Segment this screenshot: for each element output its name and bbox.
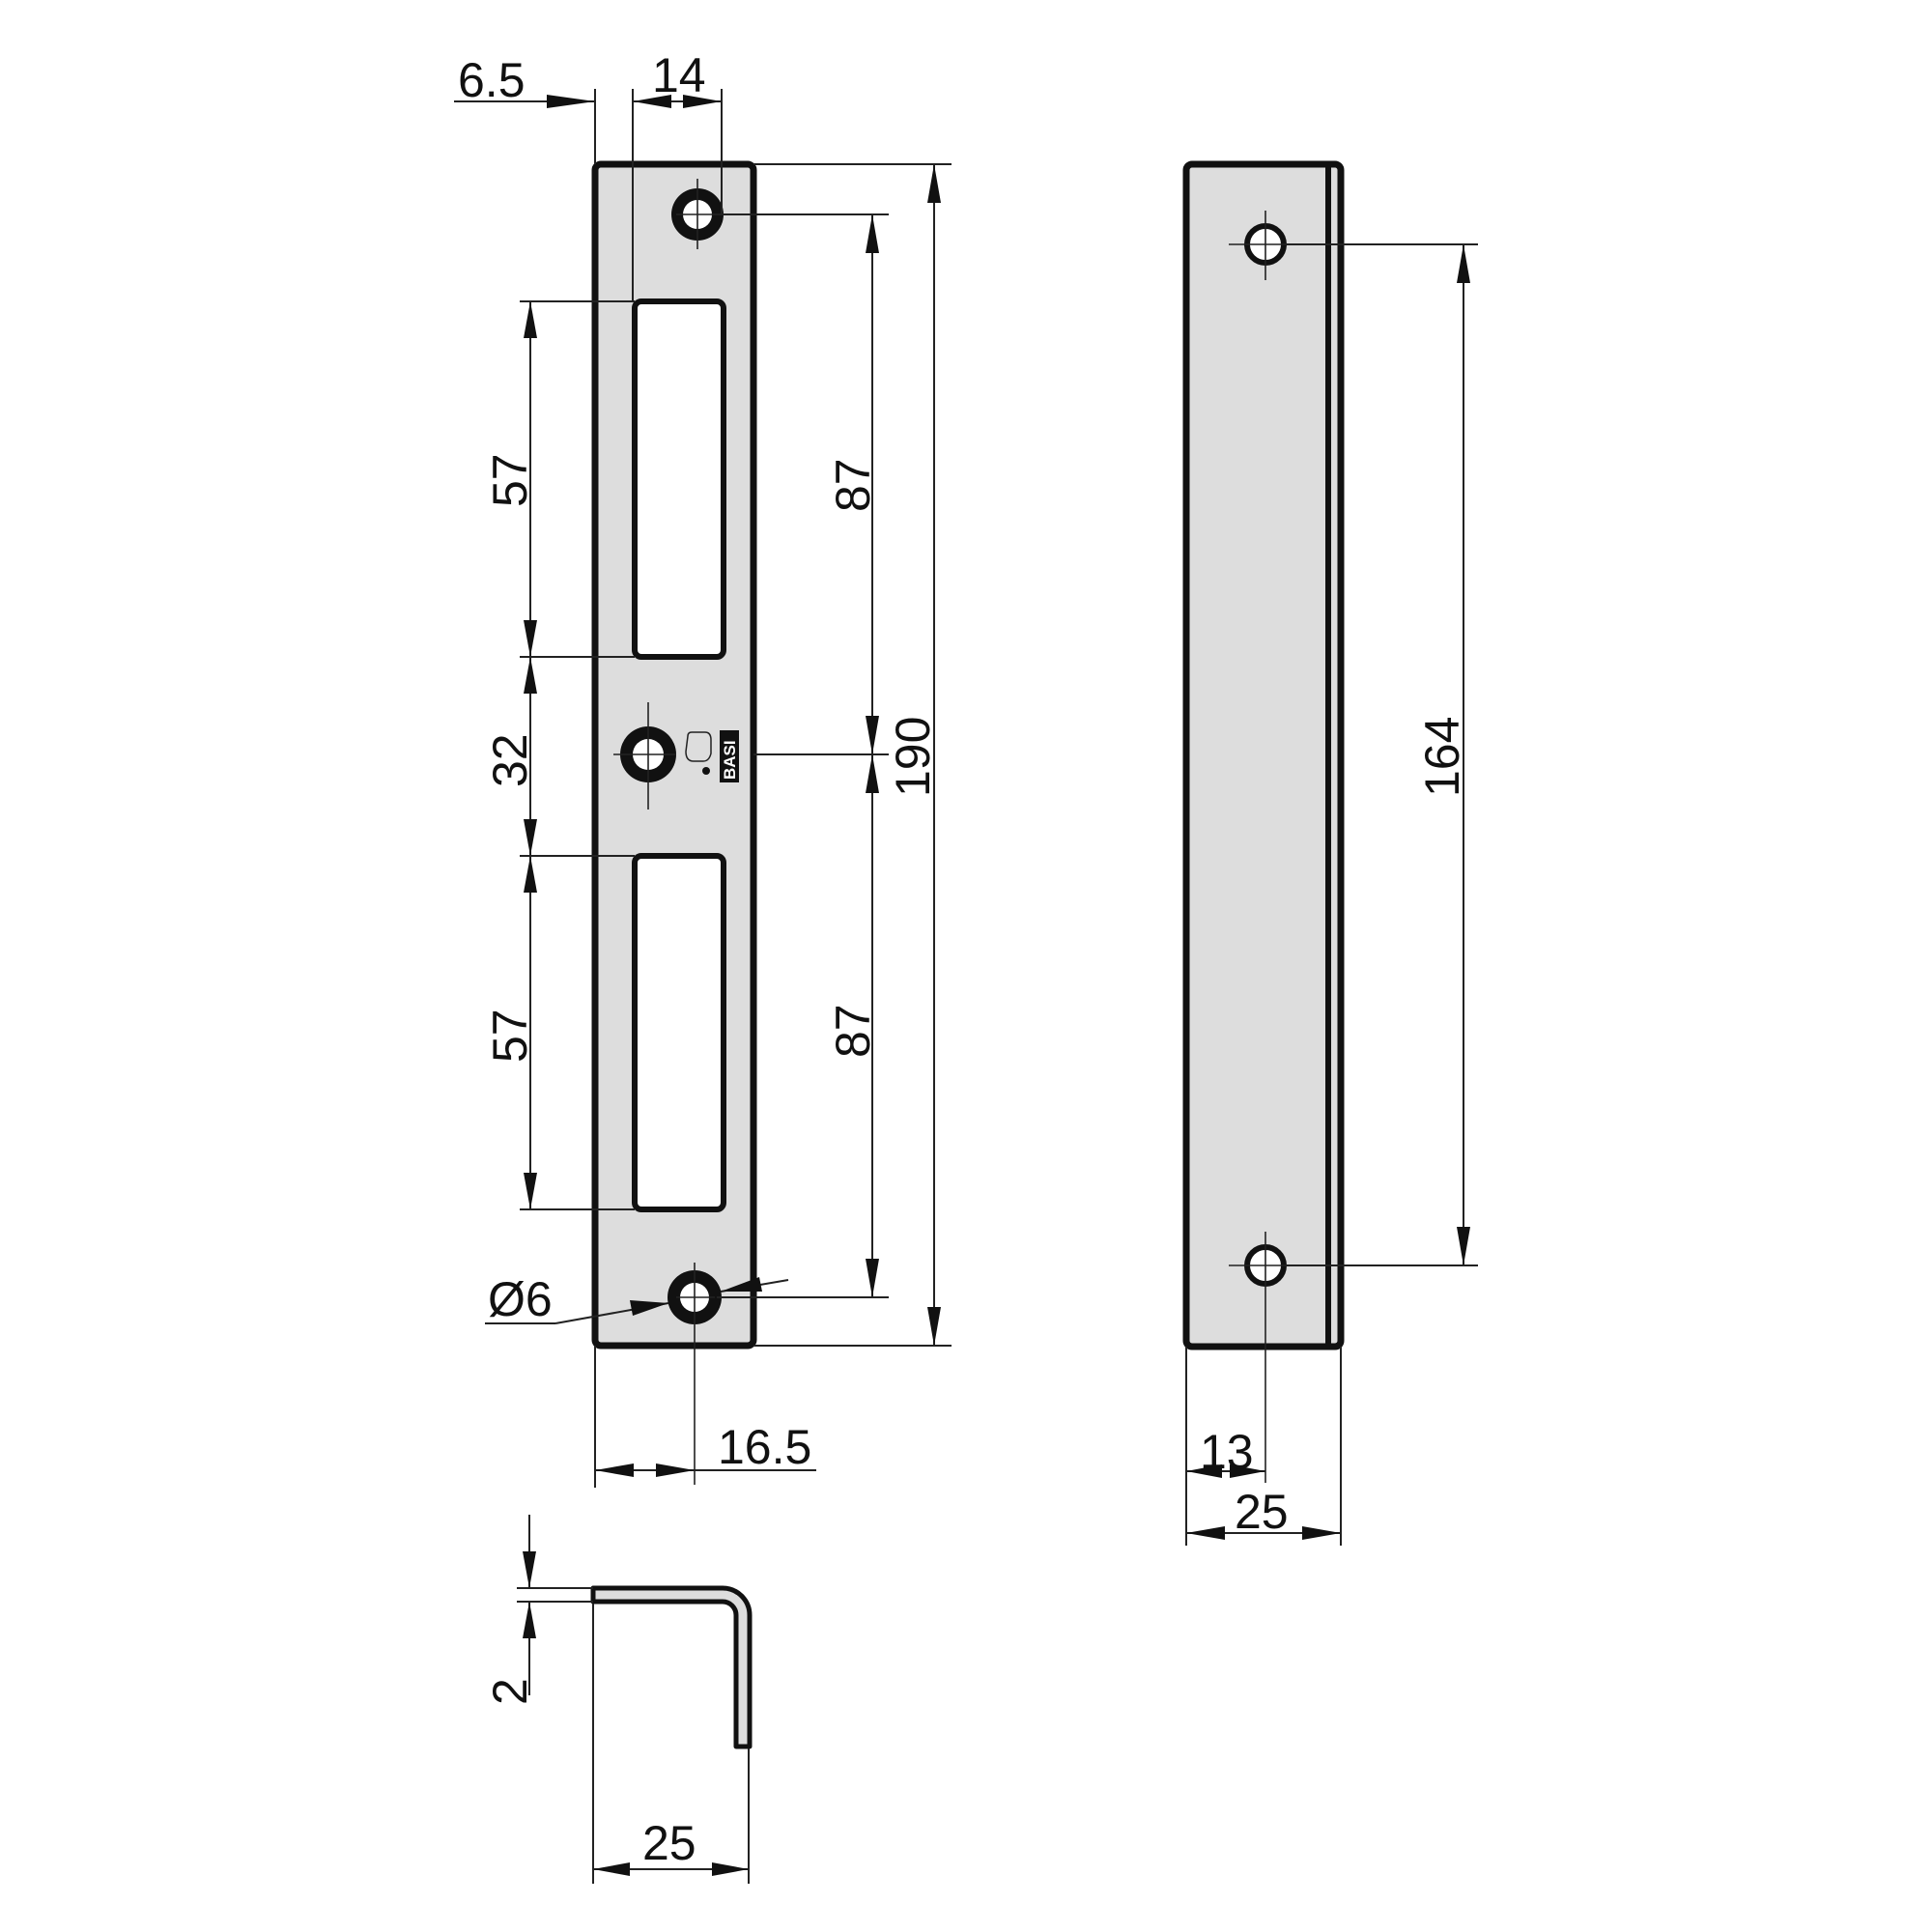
dim-label-13: 13 — [1200, 1425, 1254, 1479]
dim-left-offset: 6.5 — [454, 53, 723, 301]
dim-label-16-5: 16.5 — [718, 1420, 811, 1474]
dim-flange-width: 25 — [592, 1604, 750, 1884]
dim-label-diameter: Ø6 — [488, 1272, 553, 1326]
dim-label-87-upper: 87 — [826, 458, 880, 512]
dim-label-164: 164 — [1415, 717, 1469, 797]
lower-slot — [632, 853, 726, 1212]
side-plate — [1182, 160, 1345, 1350]
dim-label-57-lower: 57 — [483, 1009, 537, 1063]
basi-logo: BASI — [685, 730, 739, 782]
dim-hole-diameter: Ø6 — [485, 1272, 789, 1326]
dim-label-190: 190 — [886, 717, 940, 797]
dim-label-87-lower: 87 — [826, 1004, 880, 1058]
elephant-logo-icon — [685, 731, 712, 762]
brand-mark: BASI — [721, 740, 739, 780]
top-screw-hole — [671, 179, 724, 249]
dim-label-32: 32 — [483, 733, 537, 787]
dim-label-2: 2 — [483, 1678, 537, 1705]
dim-left-stack: 57 32 57 — [483, 300, 635, 1210]
side-bottom-hole — [1229, 1232, 1304, 1483]
dim-thickness: 2 — [483, 1515, 593, 1705]
dim-overall-height: 190 — [753, 163, 952, 1347]
dim-label-14: 14 — [652, 48, 706, 102]
front-view: BASI 6.5 14 — [454, 48, 952, 1488]
middle-screw-hole — [613, 702, 676, 810]
dim-side-widths: 13 25 — [1185, 1347, 1342, 1546]
dim-label-57-upper: 57 — [483, 453, 537, 507]
bottom-screw-hole — [668, 1263, 722, 1485]
dim-label-25-side: 25 — [1235, 1485, 1289, 1539]
dim-label-25-profile: 25 — [642, 1816, 696, 1870]
dim-slot-width: 14 — [633, 48, 722, 108]
upper-slot — [632, 298, 726, 660]
dim-label-6-5: 6.5 — [458, 53, 526, 107]
side-view: 164 13 25 — [1182, 160, 1478, 1546]
dim-hole-spacing: 87 87 — [717, 213, 889, 1298]
l-profile — [590, 1585, 753, 1749]
profile-view: 2 25 — [483, 1515, 753, 1884]
dim-hole-offset: 16.5 — [594, 1346, 816, 1488]
dim-side-hole-spacing: 164 — [1285, 243, 1478, 1266]
